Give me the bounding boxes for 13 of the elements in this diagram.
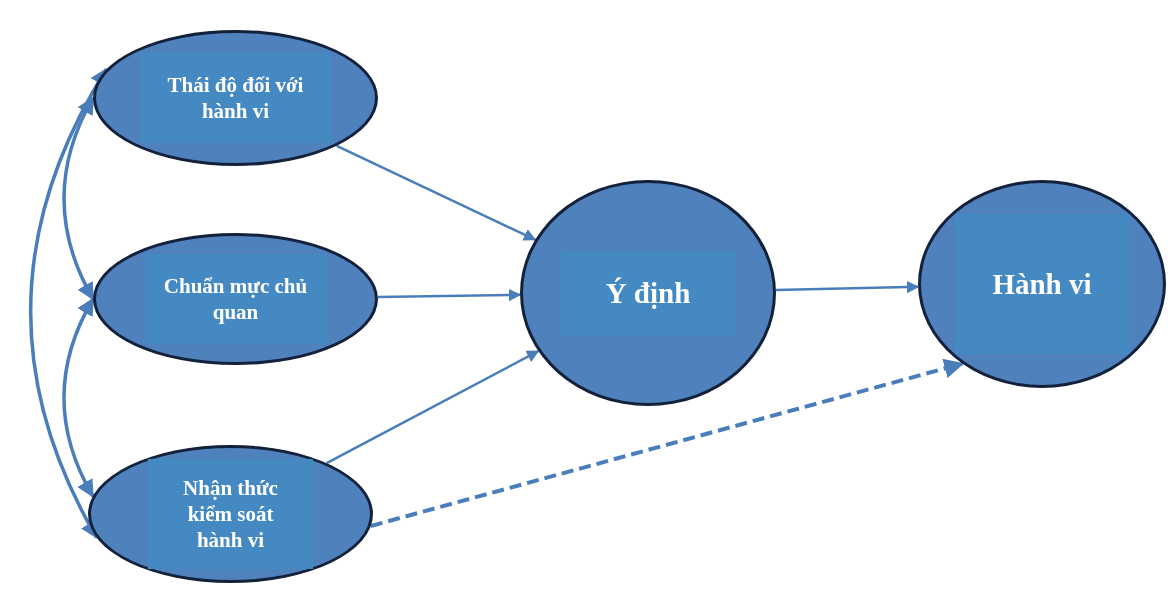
arrow	[326, 350, 540, 465]
arrow	[62, 297, 95, 498]
node-label: Nhận thức kiểm soát hành vi	[182, 474, 279, 554]
node-label: Hành vi	[992, 266, 1092, 302]
arrow	[370, 358, 965, 528]
arrow	[62, 96, 95, 301]
node-label: Ý định	[605, 275, 691, 311]
node-label: Thái độ đối với hành vi	[166, 71, 305, 125]
arrow	[775, 280, 920, 294]
node-label: Chuẩn mực chủ quan	[162, 272, 309, 326]
arrow	[29, 67, 108, 540]
arrow	[377, 288, 522, 302]
arrow	[336, 144, 537, 241]
